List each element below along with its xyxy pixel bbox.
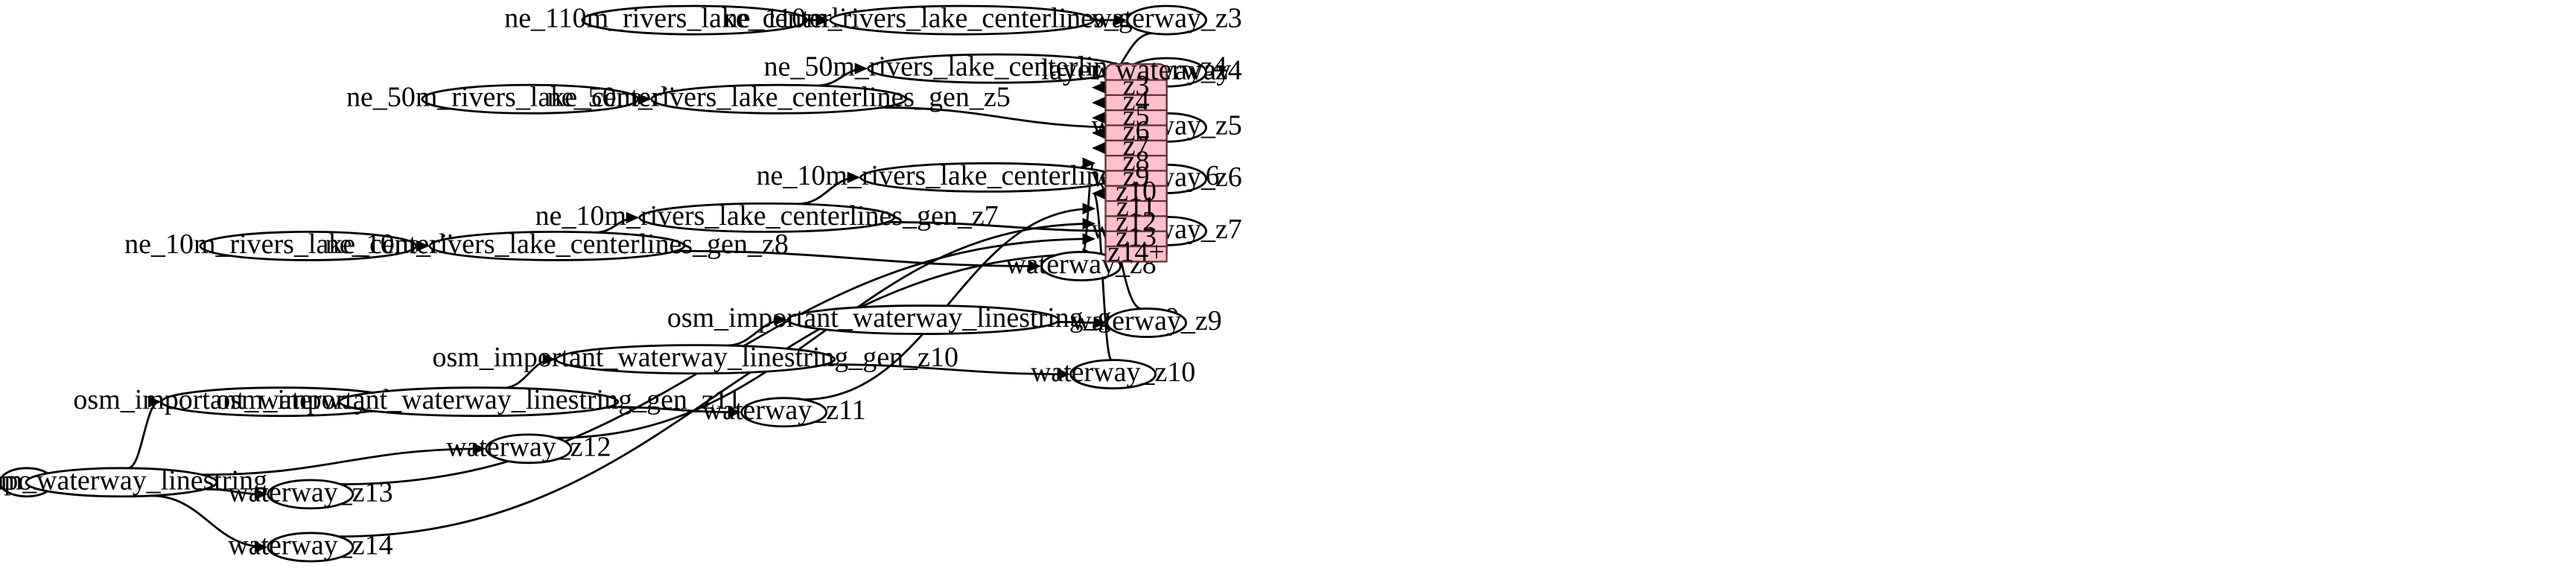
node-ellipse[interactable] (485, 433, 573, 465)
edge-arrowhead (1092, 112, 1105, 124)
edge-arrowhead (147, 395, 162, 408)
layer-waterway-table: layer_waterwayz3z4z5z6z7z8z9z10z11z12z13… (1041, 53, 1231, 268)
graph-node[interactable]: waterway_z8 (1005, 249, 1157, 281)
node-ellipse[interactable] (338, 386, 620, 418)
graph-node[interactable]: osm_waterway_linestring (0, 465, 267, 498)
node-label: waterway_z12 (446, 431, 611, 462)
node-ellipse[interactable] (1106, 307, 1187, 338)
graph-node[interactable]: waterway_z14 (228, 529, 393, 563)
node-ellipse[interactable] (581, 4, 809, 36)
graph-node[interactable]: ne_110m_rivers_lake_centerlines_gen_z3 (724, 3, 1200, 36)
node-label: osm_important_waterway_linestring_gen_z1… (216, 384, 741, 415)
graph-edge (338, 252, 1094, 538)
graph-edge (151, 494, 266, 549)
nodes-layer: imposm3osm_waterway_linestringosm_import… (0, 3, 1242, 563)
graph-node[interactable]: waterway_z12 (446, 431, 611, 465)
edge-arrowhead (1092, 81, 1105, 94)
node-ellipse[interactable] (555, 344, 836, 375)
graph-edge (202, 447, 484, 476)
node-label: waterway_z10 (1031, 357, 1195, 388)
node-label: ne_10m_rivers_lake_centerlines_gen_z8 (325, 229, 789, 260)
layer-table-row-label: z14+ (1107, 237, 1164, 268)
node-ellipse[interactable] (829, 4, 1095, 36)
graph-node[interactable]: waterway_z3 (1091, 3, 1242, 36)
graph-edge (824, 363, 1069, 376)
graph-node[interactable]: ne_110m_rivers_lake_centerlines (504, 3, 885, 36)
node-ellipse[interactable] (1126, 4, 1207, 36)
edge-arrowhead (472, 443, 486, 455)
graph-node[interactable]: osm_important_waterway_linestring_gen_z1… (216, 384, 741, 418)
graph-edge (881, 106, 1125, 129)
edge-arrowhead (1092, 188, 1105, 200)
graph-node[interactable]: waterway_z11 (702, 395, 866, 428)
node-label: ne_110m_rivers_lake_centerlines_gen_z3 (724, 3, 1200, 34)
node-ellipse[interactable] (1069, 359, 1157, 390)
graph-edge (608, 406, 740, 414)
edge-arrowhead (1057, 368, 1071, 380)
edge-arrowhead (254, 488, 268, 500)
graph-node[interactable]: ne_10m_rivers_lake_centerlines_gen_z8 (325, 229, 789, 261)
graph-node[interactable]: waterway_z13 (228, 476, 393, 510)
edge-arrowhead (1028, 260, 1042, 272)
layer-table-row[interactable] (1104, 245, 1168, 263)
node-ellipse[interactable] (428, 231, 686, 261)
edge-arrowhead (1082, 233, 1096, 245)
edge-arrowhead (542, 353, 556, 366)
edge-arrowhead (816, 14, 830, 26)
edge-arrowhead (626, 211, 640, 224)
edge-arrowhead (854, 63, 868, 74)
edge-arrowhead (1092, 127, 1105, 139)
edge-arrowhead (1082, 202, 1096, 214)
graph-edge (803, 207, 1094, 401)
node-label: waterway_z11 (702, 395, 866, 426)
edge-arrowhead (1113, 14, 1128, 26)
node-ellipse[interactable] (638, 202, 896, 233)
node-ellipse[interactable] (1040, 251, 1122, 281)
node-ellipse[interactable] (199, 231, 418, 261)
node-ellipse[interactable] (740, 397, 828, 428)
graph-node[interactable]: osm_important_waterway_linestring_gen_z9 (667, 302, 1180, 335)
node-label: waterway_z9 (1071, 305, 1221, 336)
edge-arrowhead (847, 171, 861, 184)
node-ellipse[interactable] (786, 304, 1060, 335)
node-ellipse[interactable] (650, 83, 908, 115)
node-label: waterway_z3 (1091, 3, 1241, 34)
node-label: osm_waterway_linestring (0, 465, 267, 496)
edge-arrowhead (1092, 142, 1105, 154)
edge-arrowhead (254, 541, 268, 553)
node-label: ne_50m_rivers_lake_centerlines_gen_z5 (547, 82, 1011, 113)
graph-node[interactable]: ne_10m_rivers_lake_centerlines_gen_z7 (535, 200, 999, 233)
node-label: osm_important_waterway_linestring_gen_z1… (432, 342, 958, 373)
edge-arrowhead (1082, 157, 1096, 169)
edge-arrowhead (1082, 217, 1096, 230)
graph-node[interactable]: osm_important_waterway_linestring_gen_z1… (432, 342, 958, 375)
node-label: ne_10m_rivers_lake_centerlines_gen_z7 (535, 200, 999, 232)
node-ellipse[interactable] (267, 532, 354, 563)
node-ellipse[interactable] (267, 479, 354, 510)
edge-arrowhead (774, 313, 788, 326)
node-label: waterway_z13 (228, 476, 392, 508)
graph-node[interactable]: waterway_z10 (1031, 357, 1195, 390)
node-ellipse[interactable] (25, 467, 218, 498)
node-label: ne_110m_rivers_lake_centerlines (504, 3, 885, 34)
graph-edge (556, 223, 1094, 439)
node-label: waterway_z14 (228, 529, 392, 561)
edge-arrowhead (728, 406, 742, 418)
node-label: osm_important_waterway_linestring_gen_z9 (667, 302, 1180, 334)
node-ellipse[interactable] (421, 83, 640, 115)
graph-node[interactable]: waterway_z9 (1071, 305, 1222, 338)
graph-node[interactable]: ne_50m_rivers_lake_centerlines_gen_z5 (547, 82, 1011, 115)
edge-arrowhead (1093, 316, 1107, 329)
edge-arrowhead (1092, 97, 1105, 109)
